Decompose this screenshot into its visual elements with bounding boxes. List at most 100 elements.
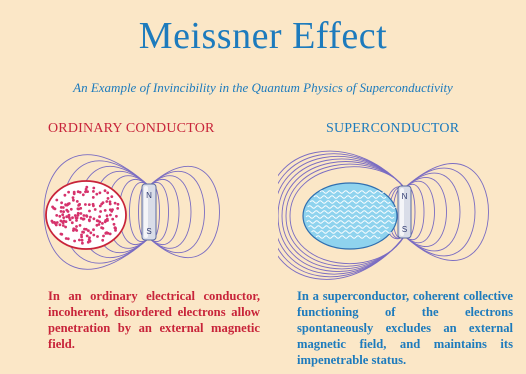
- electron-dot: [61, 213, 65, 217]
- electron-dot: [64, 220, 68, 223]
- field-line: [148, 182, 169, 242]
- electron-dot: [64, 203, 67, 206]
- electron-dot: [61, 224, 65, 227]
- electron-dot: [87, 203, 91, 206]
- electron-dot: [104, 231, 108, 235]
- electron-dot: [75, 219, 78, 222]
- electron-dot: [74, 228, 78, 231]
- electron-dot: [86, 190, 89, 193]
- electron-dot: [112, 222, 116, 226]
- electron-dot: [92, 233, 96, 237]
- electron-dot: [108, 200, 112, 204]
- electron-dot: [63, 193, 67, 197]
- electron-dot: [113, 226, 117, 230]
- ordinary-conductor-diagram: N S: [43, 154, 220, 270]
- electron-dot: [109, 213, 112, 217]
- electron-dot: [88, 209, 91, 213]
- electron-dot: [102, 234, 105, 238]
- electron-dot: [79, 216, 83, 220]
- electron-dot: [106, 197, 110, 200]
- electron-dot: [51, 205, 54, 209]
- electron-wave: [311, 230, 392, 234]
- field-line: [148, 178, 180, 246]
- field-line: [129, 182, 150, 242]
- electron-dot: [78, 202, 81, 206]
- bar-magnet: N S: [141, 183, 157, 241]
- electron-dot: [79, 212, 83, 215]
- superconductor-caption: In a superconductor, coherent collective…: [297, 289, 513, 367]
- electron-dot: [66, 210, 70, 213]
- electron-dot: [92, 217, 96, 221]
- electron-dot: [60, 232, 64, 236]
- field-line: [278, 150, 405, 280]
- electron-dot: [92, 190, 95, 193]
- electron-dot: [55, 221, 59, 224]
- electron-dot: [87, 218, 91, 222]
- superconductor-diagram: N S: [278, 150, 489, 280]
- electron-dot: [101, 222, 104, 225]
- electron-dot: [104, 219, 108, 222]
- electron-dot: [80, 233, 83, 237]
- electron-dot: [99, 210, 102, 213]
- field-line: [148, 166, 220, 258]
- field-line: [278, 153, 405, 278]
- electron-dot: [78, 238, 81, 242]
- electron-dot: [72, 190, 76, 194]
- field-line: [43, 154, 150, 270]
- electron-dot: [55, 198, 59, 202]
- electron-dot: [91, 202, 95, 206]
- field-line: [404, 180, 435, 244]
- electron-wave: [308, 225, 389, 229]
- electron-dot: [61, 206, 65, 209]
- electron-dot: [105, 200, 109, 203]
- field-line: [148, 175, 192, 249]
- electron-dot: [100, 202, 104, 206]
- electron-dot: [84, 187, 88, 191]
- electron-dot: [75, 225, 78, 228]
- electron-dot: [116, 207, 120, 210]
- electron-dot: [58, 214, 62, 218]
- electron-dot: [88, 236, 91, 240]
- electron-dot: [92, 186, 96, 190]
- electron-wave: [305, 215, 395, 219]
- electron-dot: [78, 190, 82, 194]
- electron-dot: [98, 191, 102, 195]
- electron-dot: [65, 215, 69, 219]
- electron-dot: [101, 238, 105, 242]
- electron-dot: [81, 193, 85, 197]
- electron-dot: [110, 195, 114, 198]
- electron-dot: [116, 202, 120, 206]
- electron-dot: [115, 214, 118, 218]
- conductor-body: [45, 180, 127, 250]
- electron-dot: [68, 218, 72, 222]
- electron-wave: [306, 220, 396, 224]
- electron-dot: [85, 234, 89, 238]
- electron-dot: [95, 223, 99, 227]
- electron-dot: [89, 231, 93, 235]
- field-line: [404, 184, 425, 240]
- electron-dot: [66, 237, 70, 241]
- electron-dot: [80, 235, 83, 239]
- electron-wave: [309, 200, 391, 204]
- electron-dot: [114, 229, 117, 232]
- electron-dot: [70, 221, 74, 225]
- electron-wave: [319, 190, 385, 194]
- ordinary-conductor-heading: ORDINARY CONDUCTOR: [48, 121, 215, 136]
- electron-dot: [92, 228, 95, 232]
- electron-dot: [58, 223, 62, 227]
- electron-dot: [69, 207, 73, 211]
- field-line: [404, 177, 447, 247]
- electron-dot: [111, 208, 114, 211]
- electron-dot: [71, 216, 74, 220]
- electron-dot: [80, 238, 84, 242]
- electron-dot: [76, 211, 80, 215]
- electron-dot: [111, 217, 115, 221]
- electron-dot: [75, 200, 79, 203]
- electron-dot: [50, 219, 54, 223]
- ordinary-conductor-caption: In an ordinary electrical conductor, inc…: [48, 289, 260, 351]
- field-line: [278, 155, 405, 275]
- electron-dot: [82, 214, 86, 217]
- electron-dot: [64, 237, 68, 240]
- coherent-electron-waves: [305, 190, 397, 239]
- electron-dot: [81, 230, 84, 234]
